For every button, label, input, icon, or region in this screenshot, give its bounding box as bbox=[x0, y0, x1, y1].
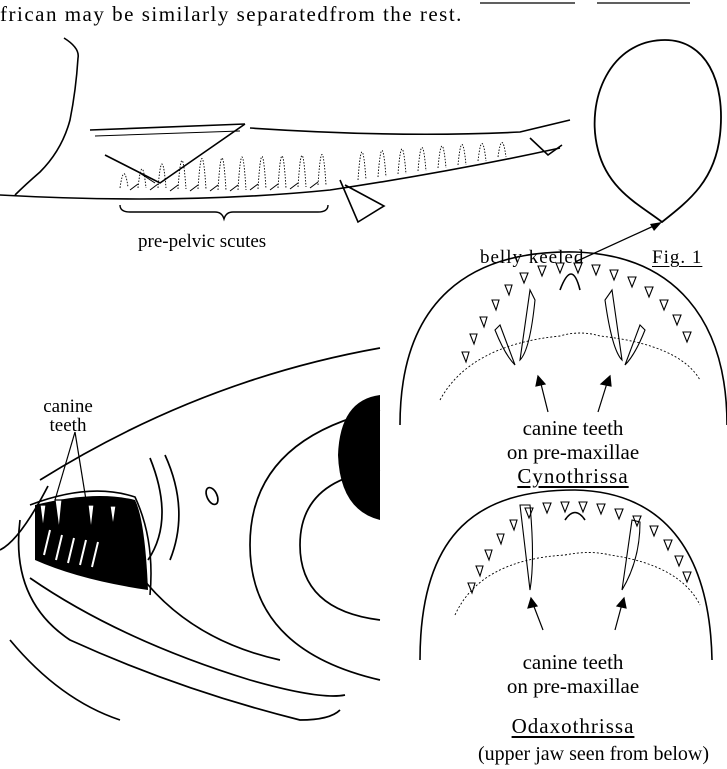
label-odax-canine-2: on pre-maxillae bbox=[507, 676, 639, 697]
eye bbox=[338, 395, 380, 520]
label-pre-pelvic-scutes: pre-pelvic scutes bbox=[138, 232, 266, 251]
label-belly-keeled: belly keeled bbox=[480, 248, 584, 267]
label-canine-teeth-head-1: canine bbox=[43, 397, 93, 416]
label-odax-canine-1: canine teeth bbox=[523, 652, 624, 673]
label-cyno-canine-2: on pre-maxillae bbox=[507, 442, 639, 463]
label-cynothrissa: Cynothrissa bbox=[517, 466, 628, 487]
label-cyno-canine-1: canine teeth bbox=[523, 418, 624, 439]
label-fig-1: Fig. 1 bbox=[652, 248, 702, 267]
scutes-brace bbox=[120, 205, 328, 219]
caption-upper-jaw: (upper jaw seen from below) bbox=[478, 744, 709, 764]
label-odaxothrissa: Odaxothrissa bbox=[512, 716, 635, 737]
fish-body-side-view bbox=[0, 38, 570, 222]
belly-cross-section bbox=[595, 40, 721, 222]
label-canine-teeth-head-2: teeth bbox=[50, 416, 87, 435]
upper-jaw-cynothrissa bbox=[400, 252, 727, 425]
upper-jaw-odaxothrissa bbox=[420, 490, 712, 660]
pre-pelvic-scutes bbox=[120, 143, 506, 191]
